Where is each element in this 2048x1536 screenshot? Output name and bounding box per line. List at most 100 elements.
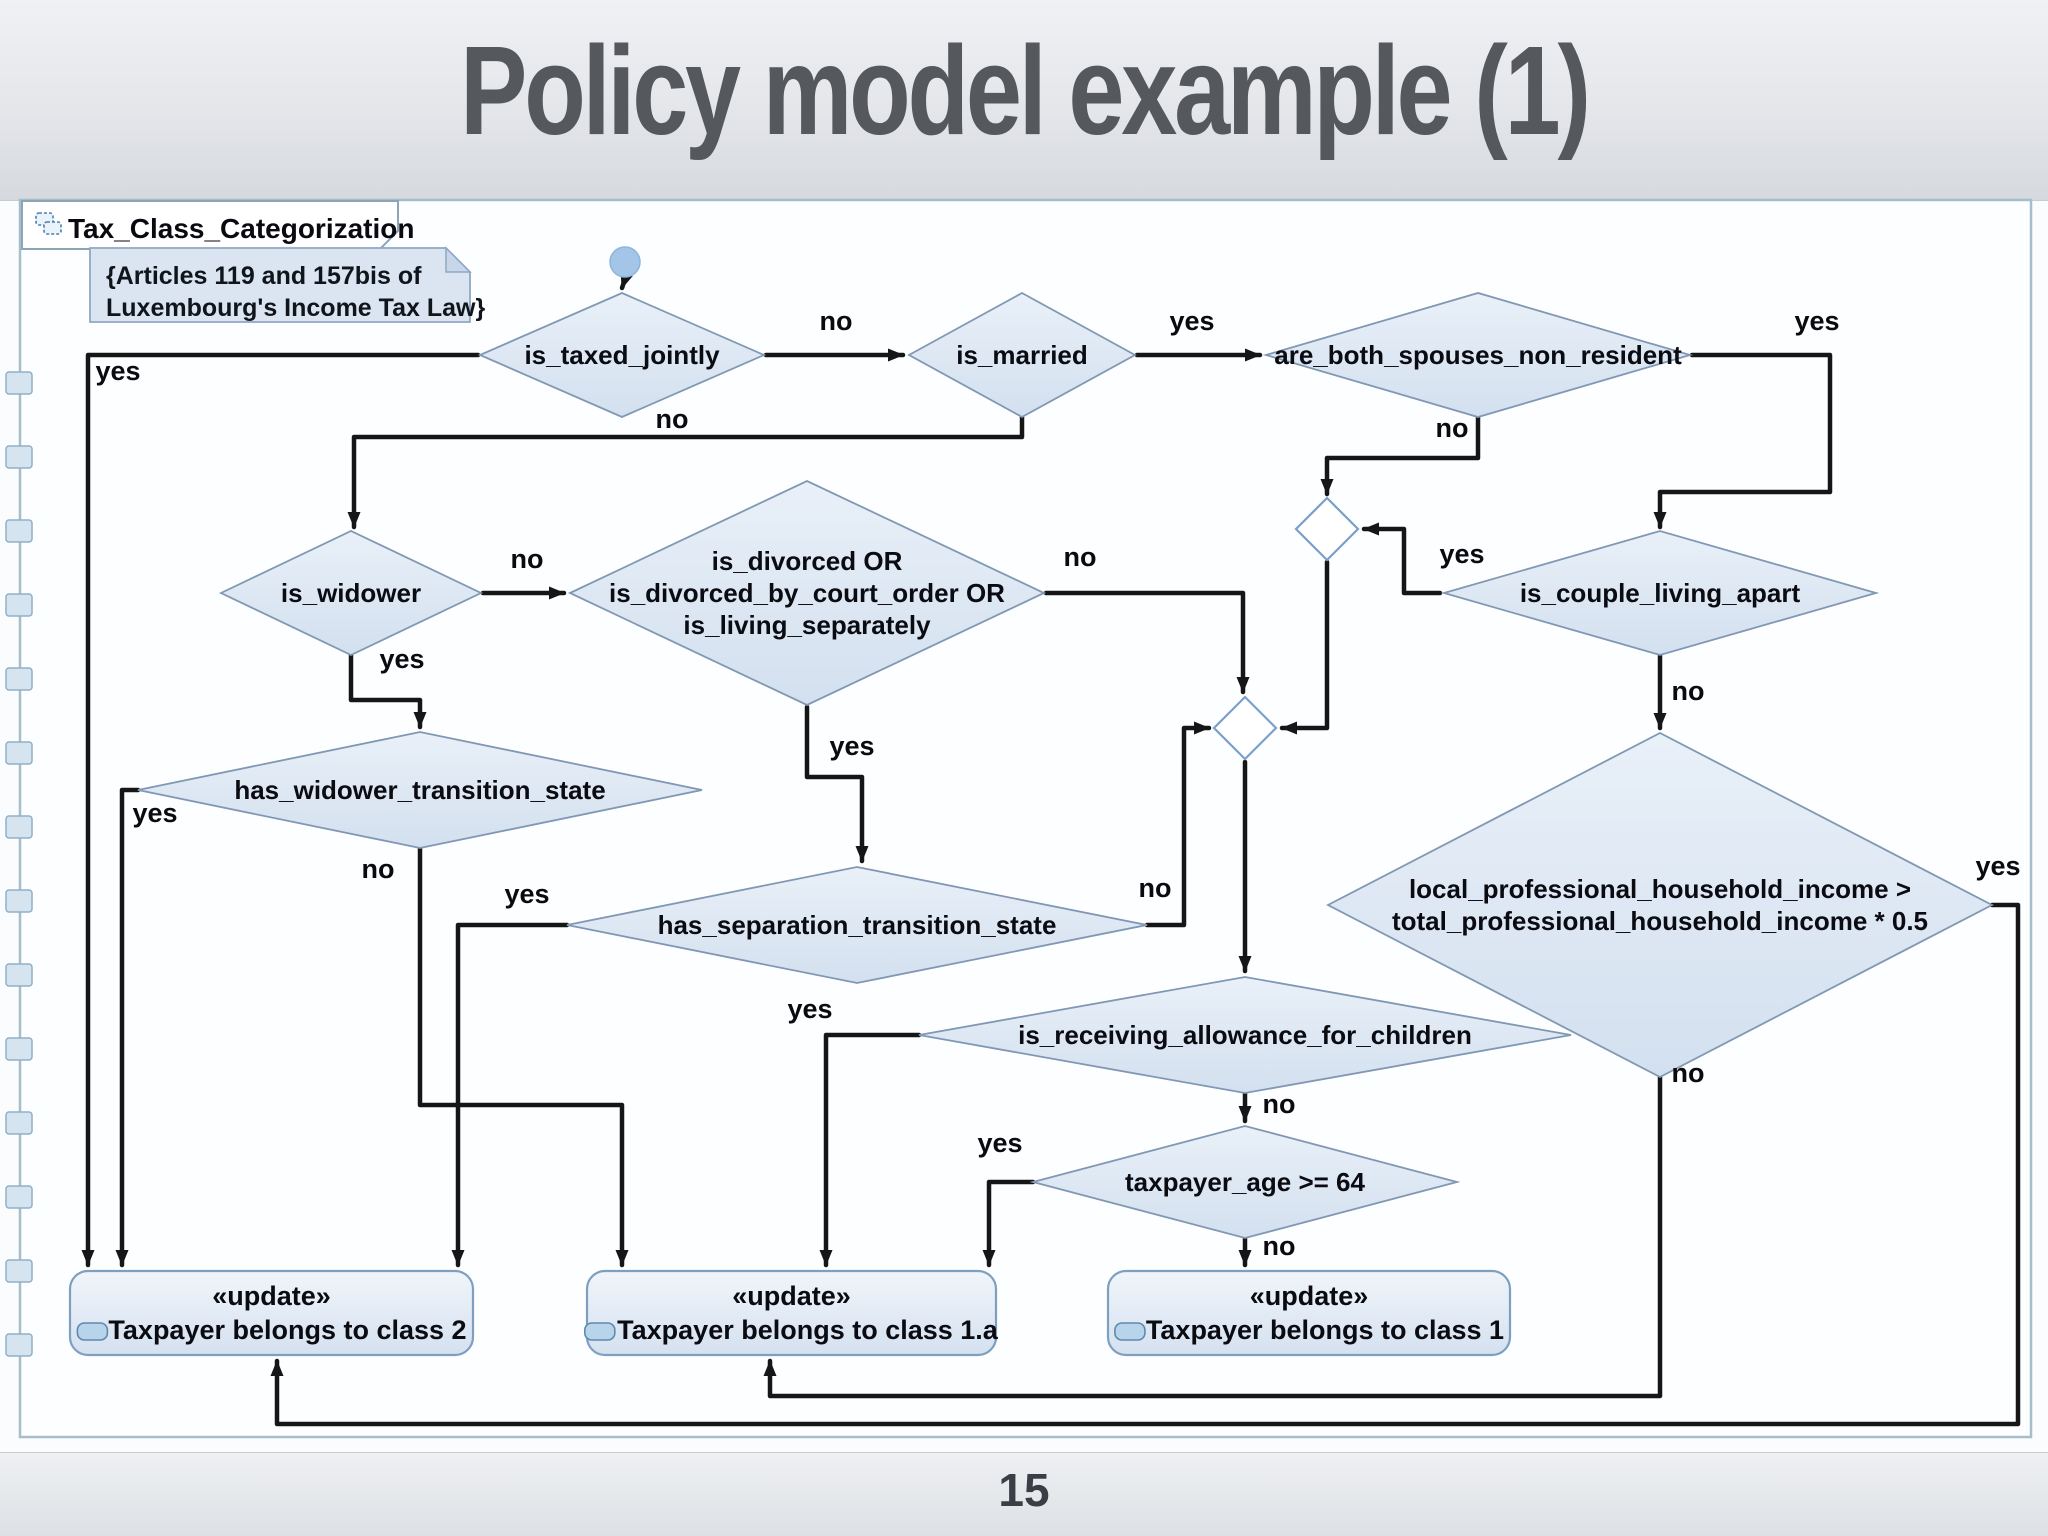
merge-node-merge-2 (1212, 695, 1278, 761)
edge-label-local_income_test-no-class-1a: no (1672, 1058, 1705, 1088)
frame-tab (21, 200, 399, 250)
frame-handle (5, 667, 33, 691)
edge-label-is_married-no-is_widower: no (656, 404, 689, 434)
frame-handle (5, 815, 33, 839)
edge-label-taxpayer_age-no-class-1: no (1263, 1231, 1296, 1261)
note: {Articles 119 and 157bis of Luxembourg's… (89, 246, 485, 323)
decision-is_receiving_allowance_for_children: is_receiving_allowance_for_children (918, 976, 1572, 1094)
edge-label-has_widower-yes-class-2: yes (132, 798, 177, 828)
edge-label-is_married-yes-are_both_spouses: yes (1169, 306, 1214, 336)
title-band: Policy model example (1) (0, 0, 2048, 201)
edge-label-is_receiving-no-taxpayer_age: no (1263, 1089, 1296, 1119)
decision-label: taxpayer_age >= 64 (1125, 1167, 1365, 1197)
merge-node-merge-1 (1294, 496, 1360, 562)
edges-layer (81, 271, 2021, 1427)
edge-local_income_test-yes-class-2 (270, 902, 2021, 1427)
frame-handle (5, 1037, 33, 1061)
decision-label: has_separation_transition_state (658, 910, 1057, 940)
edge-merge-1-to-merge-2 (1279, 559, 1330, 735)
decision-taxpayer_age_64: taxpayer_age >= 64 (1029, 1125, 1461, 1239)
edge-are_both_spouses-no-merge-1 (1320, 414, 1481, 497)
decision-has_widower_transition_state: has_widower_transition_state (137, 731, 703, 849)
edge-label-is_receiving-yes-class-1a: yes (787, 994, 832, 1024)
edge-label-has_widower-no-class-1a: no (362, 854, 395, 884)
note-text: {Articles 119 and 157bis of Luxembourg's… (106, 262, 485, 322)
action-class-1: «update» Taxpayer belongs to class 1 (1106, 1269, 1512, 1357)
edge-start-to-is_taxed_jointly (619, 271, 633, 291)
decision-label: is_couple_living_apart (1520, 578, 1801, 608)
page-number: 15 (998, 1464, 1050, 1516)
edge-local_income_test-no-class-1a (763, 1074, 1663, 1399)
action-label: Taxpayer belongs to class 1.a (617, 1315, 999, 1345)
frame-handles (5, 371, 33, 1357)
edge-label-has_separation-yes-class-2: yes (504, 879, 549, 909)
edge-label-is_taxed_jointly-yes-class-2: yes (95, 356, 140, 386)
decision-label: is_married (956, 340, 1088, 370)
edge-label-are_both_spouses-no-merge-1: no (1436, 413, 1469, 443)
edge-label-is_widower-yes-has_widower_transition_state: yes (379, 644, 424, 674)
edge-label-are_both_spouses-yes-is_couple_living_apart: yes (1794, 306, 1839, 336)
frame-handle (5, 1333, 33, 1357)
edge-label-is_divorced_group-no-merge-2: no (1064, 542, 1097, 572)
edge-is_couple_living_apart-yes-merge-1 (1361, 522, 1443, 596)
slide-title: Policy model example (1) (460, 20, 1591, 161)
edge-label-is_divorced_group-yes-has_separation_transition_state: yes (829, 731, 874, 761)
decision-label: has_widower_transition_state (234, 775, 605, 805)
edge-label-is_taxed_jointly-no-is_married: no (820, 306, 853, 336)
edge-labels-layer: no yes yes no no yes yes no no no yes yes yes no yes no… (95, 306, 2020, 1261)
decision-label: local_professional_household_income >tot… (1392, 874, 1928, 936)
frame-handle (5, 593, 33, 617)
object-icon (76, 1322, 109, 1341)
frame-handle (5, 1111, 33, 1135)
action-stereotype: «update» (1250, 1281, 1369, 1311)
action-label: Taxpayer belongs to class 1 (1146, 1315, 1504, 1345)
edge-is_divorced_group-yes-has_separation_transition_state (804, 704, 869, 864)
action-class-1a: «update» Taxpayer belongs to class 1.a (583, 1269, 999, 1357)
edge-is_receiving-yes-class-1a (819, 1032, 922, 1268)
footer-band: 15 (0, 1452, 2048, 1536)
start-node (609, 246, 641, 278)
edge-has_separation-yes-class-2 (451, 922, 570, 1268)
frame-handle (5, 1259, 33, 1283)
decision-is_taxed_jointly: is_taxed_jointly (477, 292, 767, 418)
decision-label: is_widower (281, 578, 421, 608)
decision-is_widower: is_widower (218, 530, 484, 656)
edge-label-is_couple_living_apart-no-local_income_test: no (1672, 676, 1705, 706)
action-class-2: «update» Taxpayer belongs to class 2 (68, 1269, 475, 1357)
object-icon (1114, 1322, 1146, 1341)
edge-is_married-no-is_widower (347, 414, 1025, 530)
edge-is_widower-yes-has_widower_transition_state (348, 652, 427, 730)
frame-handle (5, 519, 33, 543)
edge-label-has_separation-no-merge-2: no (1139, 873, 1172, 903)
action-stereotype: «update» (212, 1281, 331, 1311)
edge-is_taxed_jointly-yes-class-2 (81, 352, 481, 1268)
edge-are_both_spouses-yes-is_couple_living_apart (1653, 352, 1833, 530)
frame-handle (5, 889, 33, 913)
decision-label: is_taxed_jointly (524, 340, 720, 370)
frame-handle (5, 1185, 33, 1209)
nodes-layer: is_taxed_jointly is_married are_both_spous… (68, 246, 1994, 1357)
edge-label-is_widower-no-is_divorced_group: no (511, 544, 544, 574)
edge-taxpayer_age-yes-class-1a (982, 1179, 1036, 1268)
frame-handle (5, 371, 33, 395)
decision-label: are_both_spouses_non_resident (1274, 340, 1682, 370)
decision-local_income_test: local_professional_household_income >tot… (1326, 731, 1994, 1079)
frame-handle (5, 963, 33, 987)
action-stereotype: «update» (732, 1281, 851, 1311)
object-icon (583, 1322, 616, 1341)
decision-label: is_receiving_allowance_for_children (1018, 1020, 1472, 1050)
edge-label-is_couple_living_apart-yes-merge-1: yes (1439, 539, 1484, 569)
decision-is_couple_living_apart: is_couple_living_apart (1440, 530, 1880, 656)
edge-label-local_income_test-yes-class-2: yes (1975, 851, 2020, 881)
decision-is_married: is_married (907, 291, 1137, 419)
edge-has_separation-no-merge-2 (1144, 721, 1212, 928)
action-label: Taxpayer belongs to class 2 (108, 1315, 466, 1345)
edge-has_widower-yes-class-2 (115, 787, 141, 1268)
edge-label-taxpayer_age-yes-class-1a: yes (977, 1128, 1022, 1158)
decision-are_both_spouses_non_resident: are_both_spouses_non_resident (1262, 292, 1694, 418)
decision-has_separation_transition_state: has_separation_transition_state (566, 866, 1148, 984)
